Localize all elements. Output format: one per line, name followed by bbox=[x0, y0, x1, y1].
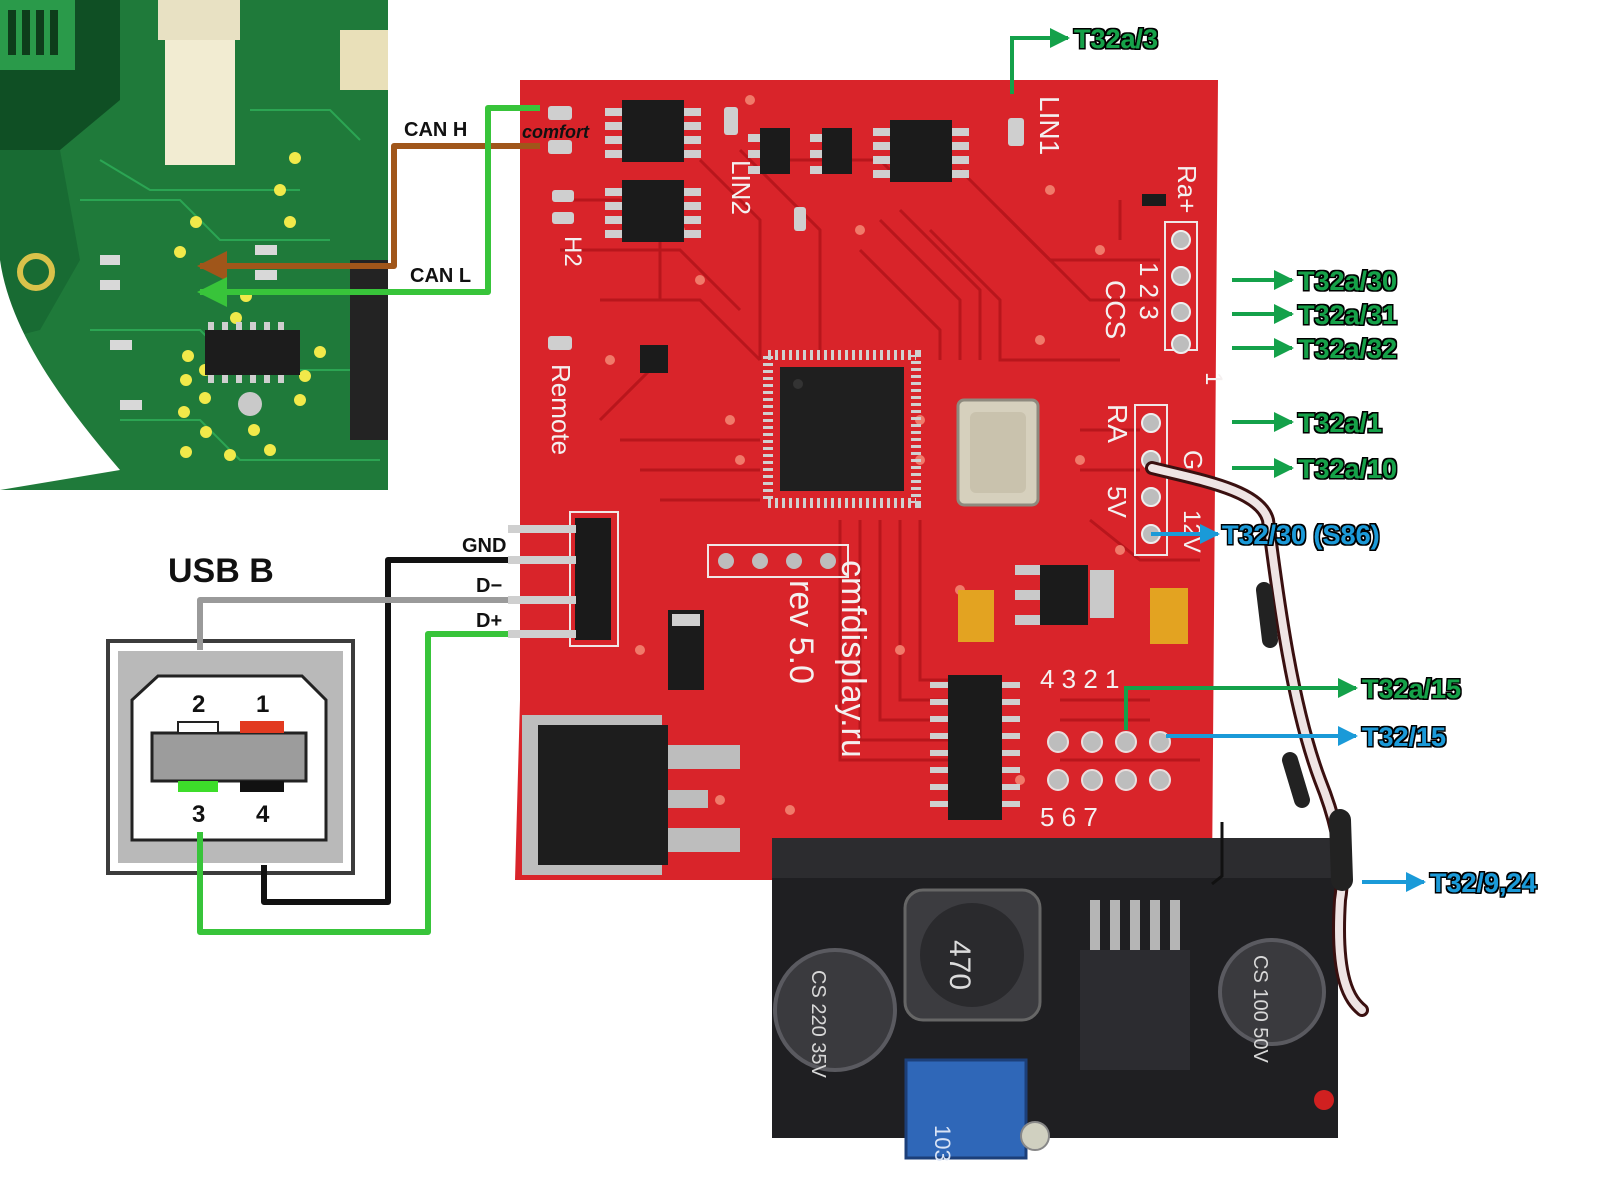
comfort-label: comfort bbox=[522, 122, 590, 142]
lin-transceiver-chips bbox=[605, 100, 969, 242]
pot-label: 103 bbox=[930, 1125, 955, 1162]
label-t32a-15: T32a/15 bbox=[1362, 674, 1461, 704]
callout-arrows bbox=[1010, 28, 1426, 892]
dc-dc-converter: CS 220 35V 470 CS 100 50V 103 bbox=[772, 838, 1338, 1162]
silk-top-pins: 4 3 2 1 bbox=[1040, 664, 1120, 694]
silk-ra-plus: Ra+ bbox=[1172, 165, 1202, 213]
silk-ra: RA bbox=[1102, 404, 1133, 443]
microcontroller bbox=[763, 350, 921, 508]
inductor-label: 470 bbox=[943, 940, 976, 990]
silk-5v: 5V bbox=[1102, 486, 1132, 518]
can-wires bbox=[197, 105, 540, 307]
usb-pin-1: 1 bbox=[256, 691, 269, 718]
cap-left-label: CS 220 35V bbox=[807, 970, 829, 1079]
d-plus-label: D+ bbox=[476, 610, 502, 632]
label-t32a-1: T32a/1 bbox=[1298, 408, 1382, 438]
silk-12v: 12V bbox=[1178, 510, 1205, 553]
silk-bottom-pins: 5 6 7 bbox=[1040, 802, 1098, 832]
silk-lin1: LIN1 bbox=[1034, 96, 1065, 155]
callout-labels: T32a/3 T32a/30 T32a/31 T32a/32 T32a/1 T3… bbox=[1074, 24, 1537, 898]
usb-pin-2: 2 bbox=[192, 691, 205, 718]
silk-ccs: CCS bbox=[1100, 280, 1131, 339]
silk-h2: H2 bbox=[559, 236, 586, 267]
green-wire bbox=[197, 631, 575, 935]
gray-wire bbox=[197, 597, 575, 650]
label-t32a-31: T32a/31 bbox=[1298, 300, 1397, 330]
usb-pin-4: 4 bbox=[256, 801, 270, 828]
silk-ccs-pins: 1 2 3 bbox=[1134, 262, 1164, 320]
driver-ic bbox=[930, 675, 1020, 820]
arrow-t32a-15 bbox=[1124, 678, 1358, 730]
usb-b-title: USB B bbox=[168, 552, 274, 590]
label-t32a-32: T32a/32 bbox=[1298, 334, 1397, 364]
silk-lin2: LIN2 bbox=[726, 160, 756, 215]
label-t32-15: T32/15 bbox=[1362, 722, 1446, 752]
silk-site: cmfdisplay.ru bbox=[834, 560, 872, 758]
black-wire bbox=[261, 557, 575, 905]
cap-right-label: CS 100 50V bbox=[1249, 955, 1271, 1064]
gnd-label: GND bbox=[462, 535, 506, 557]
label-t32a-10: T32a/10 bbox=[1298, 454, 1397, 484]
can-l-label: CAN L bbox=[410, 265, 471, 287]
label-t32-9-24: T32/9,24 bbox=[1430, 868, 1537, 898]
arrow-t32a-3 bbox=[1010, 28, 1070, 94]
usb-pin-3: 3 bbox=[192, 801, 205, 828]
silk-g: G bbox=[1178, 450, 1208, 470]
power-wire bbox=[1145, 461, 1369, 1017]
controller-pcb bbox=[515, 80, 1218, 880]
can-h-label: CAN H bbox=[404, 119, 467, 141]
l7805-regulator bbox=[522, 715, 740, 875]
d-minus-label: D− bbox=[476, 575, 502, 597]
label-t32a-30: T32a/30 bbox=[1298, 266, 1397, 296]
usb-pin-header bbox=[569, 511, 619, 647]
label-t32-30: T32/30 (S86) bbox=[1222, 520, 1380, 550]
can-h-wire bbox=[197, 143, 540, 281]
silk-ccs-pin1: 1 bbox=[1200, 372, 1227, 385]
silk-rev: rev 5.0 bbox=[782, 580, 820, 684]
silk-remote: Remote bbox=[546, 364, 576, 455]
usb-b-connector: 2 1 3 4 USB B bbox=[106, 552, 355, 875]
car-pcb-photo bbox=[0, 0, 388, 490]
label-t32a-3: T32a/3 bbox=[1074, 24, 1158, 54]
can-l-wire bbox=[197, 105, 540, 307]
pcb-silkscreen: LIN1 LIN2 H2 Remote Ra+ 1 2 3 CCS 1 RA G… bbox=[546, 96, 1227, 832]
